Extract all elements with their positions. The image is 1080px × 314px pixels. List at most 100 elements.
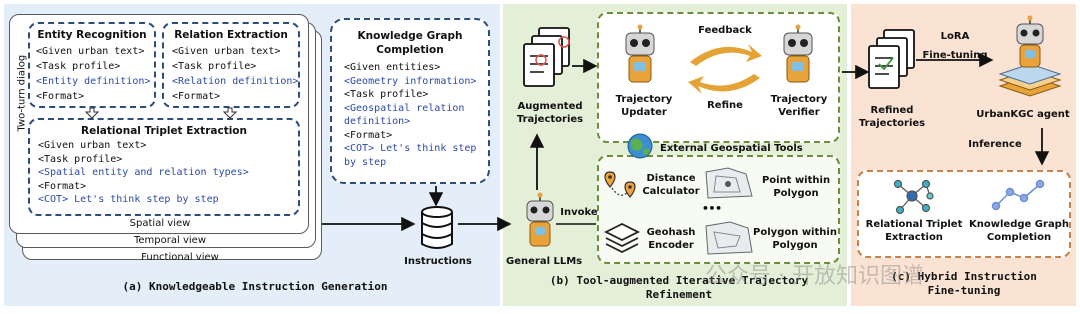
re-line: <Format> — [172, 91, 221, 102]
distance-calculator-label: Distance Calculator — [640, 172, 702, 198]
relational-triplet-box: Relational Triplet Extraction <Given urb… — [28, 118, 300, 216]
polygon-within-polygon-line: Polygon — [772, 240, 818, 251]
trajectory-verifier-line: Trajectory — [770, 94, 828, 105]
trajectory-updater-label: Trajectory Updater — [603, 93, 685, 119]
hollow-arrow-icon — [222, 107, 238, 119]
lora-finetuning-label: LoRA Fine-tuning — [920, 30, 990, 62]
caption-b-line: (b) Tool-augmented Iterative Trajectory — [549, 274, 809, 287]
kg-completion-task-line: Knowledge Graph — [969, 219, 1069, 230]
point-in-polygon-map-icon — [705, 167, 753, 199]
rt-line: <COT> Let's think step by step — [38, 194, 219, 205]
polygon-within-polygon-line: Polygon within — [753, 227, 837, 238]
feedback-label: Feedback — [698, 25, 752, 36]
distance-calculator-line: Calculator — [642, 186, 700, 197]
entity-recognition-box: Entity Recognition <Given urban text> <T… — [28, 22, 156, 108]
kg-completion-title-line: Completion — [376, 44, 444, 56]
relational-triplet-task-line: Relational Triplet — [865, 219, 963, 230]
kgc-line: <Format> — [344, 129, 393, 141]
caption-c: (c) Hybrid Instruction Fine-tuning — [856, 270, 1072, 298]
watermark: 公众号 · 开放知识图谱 — [705, 264, 924, 289]
rt-line: <Spatial entity and relation types> — [38, 167, 249, 178]
point-within-polygon-label: Point within Polygon — [752, 174, 840, 200]
er-line: <Task profile> — [36, 61, 121, 72]
trajectory-verifier-robot-icon — [783, 24, 813, 83]
rt-line: <Task profile> — [38, 153, 123, 165]
refined-trajectories-line: Trajectories — [858, 118, 926, 129]
kg-completion-box: Knowledge Graph Completion <Given entiti… — [330, 18, 490, 184]
caption-a: (a) Knowledgeable Instruction Generation — [122, 280, 388, 293]
point-within-polygon-line: Point within — [761, 175, 831, 186]
temporal-view-label: Temporal view — [134, 235, 206, 246]
re-line: <Task profile> — [172, 61, 257, 72]
kgc-line: <Task profile> — [344, 89, 429, 100]
more-tools-ellipsis: ••• — [702, 202, 722, 215]
augmented-trajectories-label: Augmented Trajectories — [512, 100, 588, 126]
kg-completion-title: Knowledge Graph Completion — [332, 29, 488, 57]
kg-completion-title-line: Knowledge Graph — [357, 30, 463, 42]
geohash-encoder-line: Encoder — [648, 240, 694, 251]
polygon-in-polygon-map-icon — [705, 221, 753, 255]
re-line: <Given urban text> — [172, 46, 281, 57]
polygon-within-polygon-label: Polygon within Polygon — [748, 226, 842, 252]
kgc-line: by step — [344, 156, 387, 168]
refine-label: Refine — [707, 100, 743, 111]
distance-calculator-line: Distance — [646, 173, 696, 184]
geohash-layers-icon — [603, 222, 641, 254]
augmented-trajectories-icon — [523, 27, 570, 87]
functional-view-label: Functional view — [141, 252, 219, 263]
kg-completion-task-line: Completion — [986, 232, 1052, 243]
kgc-line: <COT> Let's think step — [344, 143, 477, 154]
er-line: <Given urban text> — [36, 46, 145, 57]
relation-extraction-title: Relation Extraction — [174, 29, 288, 41]
general-llms-label: General LLMs — [506, 256, 583, 267]
caption-b: (b) Tool-augmented Iterative Trajectory … — [520, 274, 838, 302]
urbankgc-agent-robot-icon — [998, 15, 1062, 97]
refined-trajectories-label: Refined Trajectories — [852, 104, 932, 130]
trajectory-verifier-line: Verifier — [778, 107, 820, 118]
re-line: <Relation definition> — [172, 76, 299, 87]
geohash-encoder-label: Geohash Encoder — [640, 226, 702, 252]
kgc-line: definition> — [344, 116, 411, 127]
relational-triplet-task-line: Extraction — [885, 232, 943, 243]
geohash-encoder-line: Geohash — [646, 227, 696, 238]
globe-icon — [627, 133, 653, 159]
er-line: <Format> — [36, 91, 85, 102]
inference-label: Inference — [968, 139, 1022, 150]
instructions-label: Instructions — [404, 256, 472, 267]
augmented-trajectories-line: Augmented — [517, 101, 583, 112]
kgc-line: <Geospatial relation — [344, 102, 465, 114]
lora-finetuning-line: Fine-tuning — [922, 50, 988, 61]
relation-extraction-box: Relation Extraction <Given urban text> <… — [162, 22, 300, 108]
relational-triplet-task-label: Relational Triplet Extraction — [858, 218, 970, 244]
caption-c-line: (c) Hybrid Instruction — [891, 270, 1037, 283]
refine-cycle-icon — [688, 44, 762, 94]
refined-trajectories-icon — [868, 29, 915, 89]
refined-trajectories-line: Refined — [870, 105, 914, 116]
caption-c-line: Fine-tuning — [927, 284, 1001, 297]
entity-recognition-title: Entity Recognition — [37, 29, 147, 41]
trajectory-updater-robot-icon — [625, 24, 655, 83]
kg-completion-graph-icon — [991, 179, 1045, 211]
downstream-tasks-box — [857, 170, 1071, 258]
augmented-trajectories-line: Trajectories — [516, 114, 584, 125]
triplet-network-icon — [893, 179, 934, 215]
relational-triplet-title: Relational Triplet Extraction — [81, 125, 247, 137]
external-tools-title: External Geospatial Tools — [660, 143, 803, 154]
kgc-line: <Geometry information> — [344, 75, 477, 87]
er-line: <Entity definition> — [36, 76, 151, 87]
rt-line: <Given urban text> — [38, 140, 147, 151]
trajectory-updater-line: Trajectory — [615, 94, 673, 105]
trajectory-verifier-label: Trajectory Verifier — [758, 93, 840, 119]
general-llm-robot-icon — [526, 192, 554, 247]
database-icon — [421, 206, 453, 249]
caption-b-line: Refinement — [645, 288, 713, 301]
kg-completion-task-label: Knowledge Graph Completion — [966, 218, 1072, 244]
trajectory-updater-line: Updater — [621, 107, 667, 118]
point-within-polygon-line: Polygon — [773, 188, 819, 199]
hollow-arrow-icon — [84, 107, 100, 119]
spatial-view-label: Spatial view — [129, 218, 191, 229]
kgc-line: <Given entities> — [344, 62, 441, 73]
urbankgc-agent-label: UrbanKGC agent — [976, 109, 1070, 120]
lora-finetuning-line: LoRA — [940, 31, 970, 42]
rt-line: <Format> — [38, 180, 87, 192]
